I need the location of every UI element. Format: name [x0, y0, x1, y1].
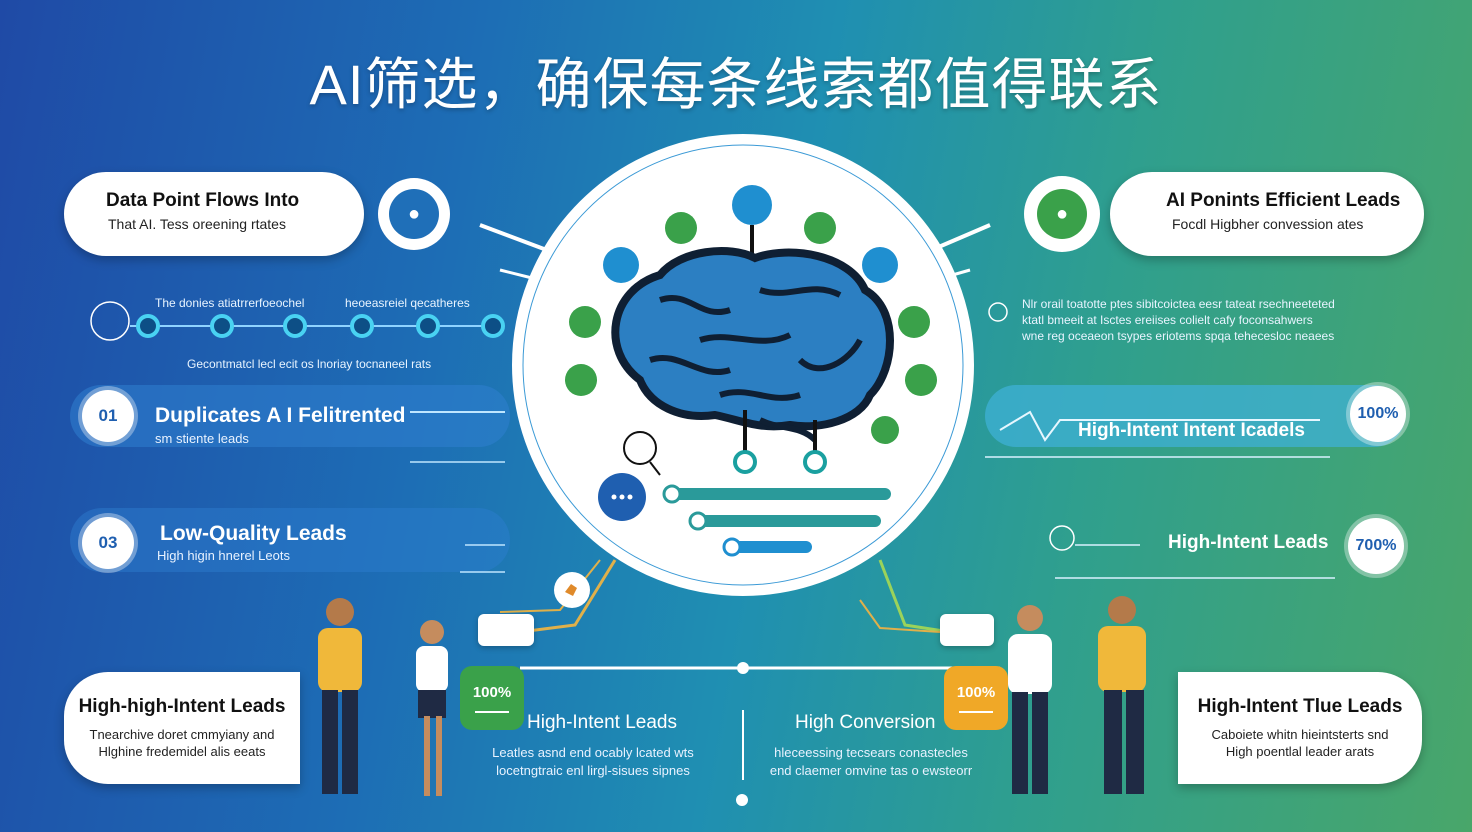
flow-line: ktatl bmeeit at Isctes ereiises colielt …	[1022, 313, 1313, 327]
bottom-mid-left-title: High-Intent Leads	[527, 712, 677, 733]
card-subtitle: Caboiete whitn hieintsterts snd	[1211, 727, 1389, 742]
brain-circle-ring	[522, 144, 964, 586]
flow-node-right	[988, 302, 1008, 322]
branch-line	[859, 599, 941, 633]
pill-subtitle: That AI. Tess oreening rtates	[108, 216, 286, 232]
flow-label: heoeasreiel qecatheres	[345, 296, 470, 310]
divider-node	[737, 662, 749, 674]
row-title: Duplicates A I Felitrented	[155, 404, 406, 427]
grid-icon	[804, 212, 836, 244]
flow-description-right: Nlr orail toatotte ptes sibitcoictea ees…	[1022, 296, 1335, 344]
search-bubble-icon	[623, 431, 657, 465]
percent-tile-orange: 100%	[944, 666, 1008, 730]
robot-icon	[603, 247, 639, 283]
person-icon: ●	[389, 189, 439, 239]
tile-value: 100%	[472, 683, 512, 701]
desc-line: hleceessing tecsears conastecles	[774, 745, 968, 760]
bottom-mid-right-desc: hleceessing tecsears conastecles end cla…	[758, 744, 984, 780]
card-title: High-high-Intent Leads	[78, 696, 286, 717]
row-bar-01	[70, 385, 510, 447]
percent-tile-green: 100%	[460, 666, 524, 730]
flow-caption: Gecontmatcl lecl ecit os lnoriay tocnane…	[187, 357, 432, 371]
step-number-03: 03	[82, 517, 134, 569]
row-title: High-Intent Intent Icadels	[1078, 420, 1305, 441]
chip-icon	[940, 614, 994, 646]
card-subtitle: Hlghine fredemidel alis eeats	[98, 744, 266, 759]
percent-badge: 700%	[1348, 518, 1404, 574]
flow-dots-left	[90, 301, 505, 341]
branch-line	[519, 559, 617, 634]
page-title: AI筛选，确保每条线索都值得联系	[309, 53, 1163, 116]
grid-icon	[569, 306, 601, 338]
row-subtitle: High higin hnerel Leots	[157, 548, 290, 563]
grid-icon	[905, 364, 937, 396]
person-icon-badge-left: ●	[378, 178, 450, 250]
card-subtitle: Tnearchive doret cmmyiany and	[89, 727, 275, 742]
bottom-left-card: High-high-Intent Leads Tnearchive doret …	[64, 672, 300, 784]
row-subtitle: sm stiente leads	[155, 431, 249, 446]
person-icon-badge-right: ●	[1024, 176, 1100, 252]
row-title: High-Intent Leads	[1168, 532, 1329, 553]
tile-value: 100%	[956, 683, 996, 701]
grid-icon	[898, 306, 930, 338]
top-left-pill: Data Point Flows Into That AI. Tess oree…	[64, 172, 364, 256]
grid-icon	[565, 364, 597, 396]
grid-icon	[665, 212, 697, 244]
chip-icon	[478, 614, 534, 646]
bottom-mid-left-desc: Leatles asnd end ocably lcated wts locet…	[478, 744, 708, 780]
branch-line	[878, 559, 951, 634]
flow-label: The donies atiatrrerfoeochel	[155, 296, 305, 310]
person-figure-left-woman	[416, 620, 448, 796]
bottom-right-card: High-Intent Tlue Leads Caboiete whitn hi…	[1178, 672, 1422, 784]
top-right-pill: AI Ponints Efficient Leads Focdl Higbher…	[1110, 172, 1424, 256]
flow-line: Nlr orail toatotte ptes sibitcoictea ees…	[1022, 297, 1335, 311]
person-icon: ●	[1037, 189, 1087, 239]
card-title: High-Intent Tlue Leads	[1197, 696, 1403, 717]
divider-node	[736, 794, 748, 806]
desc-line: Leatles asnd end ocably lcated wts	[492, 745, 694, 760]
brain-icon	[611, 247, 894, 443]
row-bar-03	[70, 508, 510, 572]
pill-title: AI Ponints Efficient Leads	[1166, 190, 1401, 211]
person-figure-right-man-2	[1098, 596, 1146, 794]
person-figure-right-man-1	[1008, 605, 1052, 794]
row-title: Low-Quality Leads	[160, 522, 347, 545]
card-subtitle: High poentlal leader arats	[1225, 744, 1375, 759]
tile-divider	[959, 710, 993, 713]
flow-line: wne reg oceaeon tsypes eriotems spqa teh…	[1022, 329, 1335, 343]
orbit-icons	[565, 185, 937, 444]
percent-badge: 100%	[1350, 386, 1406, 442]
step-number-01: 01	[82, 390, 134, 442]
pill-title: Data Point Flows Into	[106, 190, 300, 211]
branch-line	[499, 559, 601, 613]
tile-divider	[475, 710, 509, 713]
robot-icon	[732, 185, 772, 225]
pill-subtitle: Focdl Higbher convession ates	[1172, 216, 1364, 232]
bottom-mid-right-title: High Conversion	[795, 712, 936, 733]
desc-line: locetngtraic enl lirgl-sisues sipnes	[496, 763, 690, 778]
robot-icon	[862, 247, 898, 283]
grid-icon	[871, 416, 899, 444]
person-figure-left-man	[318, 598, 362, 794]
desc-line: end claemer omvine tas o ewsteorr	[769, 763, 973, 778]
row-bar-right-1	[985, 385, 1405, 447]
